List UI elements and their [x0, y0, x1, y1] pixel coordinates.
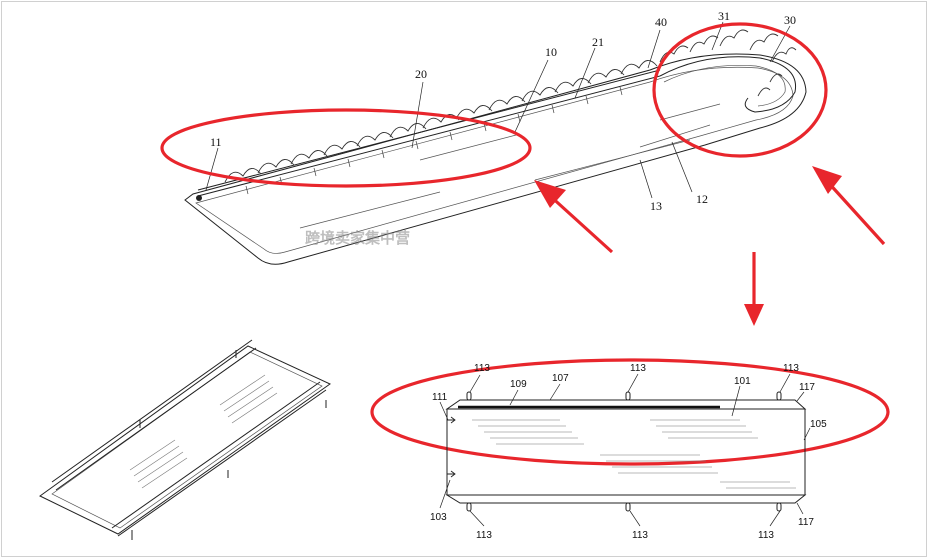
plate-body-hatching [472, 419, 796, 489]
bottom-left-figure [39, 339, 331, 540]
label-20: 20 [415, 67, 427, 81]
top-figure: 11 20 10 21 40 31 30 12 13 跨境卖家集中营 [184, 9, 807, 265]
label-113-bottom-mid: 113 [632, 530, 648, 541]
label-13: 13 [650, 199, 662, 213]
label-113-top-right: 113 [783, 363, 799, 374]
tube-top-b [55, 347, 257, 491]
arrow-head-2 [812, 166, 842, 194]
label-113-top-mid: 113 [630, 363, 646, 374]
highlight-annotations [160, 22, 890, 466]
highlight-ellipse-left [160, 108, 532, 188]
label-117-bottom: 117 [798, 517, 814, 528]
tube-top-a [51, 339, 253, 483]
tray-line-12 [639, 124, 711, 148]
label-10: 10 [545, 45, 557, 59]
label-117-top: 117 [799, 382, 815, 393]
label-113-bottom-left: 113 [476, 530, 492, 541]
arrow-head-3 [744, 304, 764, 326]
label-107: 107 [552, 373, 569, 384]
leader-lines-bottom [439, 373, 811, 527]
bottom-tube [445, 494, 807, 504]
tray-line-a [299, 191, 441, 229]
rail-front [197, 75, 661, 197]
edge-arrow-103 [447, 470, 456, 478]
top-tube [445, 399, 807, 410]
arrow-head-1 [534, 180, 566, 208]
tray-line-13 [534, 139, 691, 181]
bottom-right-figure: 113 109 107 113 101 113 117 111 105 103 … [430, 363, 827, 541]
tray-inner-outline [195, 66, 794, 254]
plate-inner [51, 351, 323, 529]
label-113-top-left: 113 [474, 363, 490, 374]
label-113-bottom-right: 113 [758, 530, 774, 541]
label-40: 40 [655, 15, 667, 29]
tube-bottom-a [111, 381, 321, 529]
watermark-text: 跨境卖家集中营 [305, 229, 410, 247]
highlight-ellipse-bottom [370, 358, 890, 466]
label-12: 12 [696, 192, 708, 206]
plate-hatching [129, 374, 278, 489]
leader-lines-top [205, 21, 791, 199]
plate-outline [39, 345, 331, 535]
arrow-shaft-2 [824, 178, 886, 246]
shell-row [224, 29, 797, 183]
curved-end-rail [659, 56, 797, 113]
top-pins [466, 391, 782, 512]
highlight-ellipse-right [652, 22, 828, 158]
curved-end-inner [663, 65, 786, 107]
label-30: 30 [784, 13, 796, 27]
shell-stems [245, 86, 623, 195]
label-31: 31 [718, 9, 730, 23]
tray-outline [184, 53, 807, 265]
label-105: 105 [810, 419, 827, 430]
label-109: 109 [510, 379, 527, 390]
tube-bottom-b [117, 389, 327, 537]
arrow-shaft-1 [546, 192, 614, 254]
label-101: 101 [734, 376, 751, 387]
plate-pins [131, 350, 327, 540]
edge-arrow-111 [447, 416, 456, 424]
label-11: 11 [210, 135, 222, 149]
rail-back [197, 69, 661, 191]
label-21: 21 [592, 35, 604, 49]
tray-line-b [419, 133, 521, 161]
label-103: 103 [430, 512, 447, 523]
tray-line-c [659, 103, 721, 121]
end-knob [196, 195, 202, 201]
label-111: 111 [432, 392, 448, 403]
